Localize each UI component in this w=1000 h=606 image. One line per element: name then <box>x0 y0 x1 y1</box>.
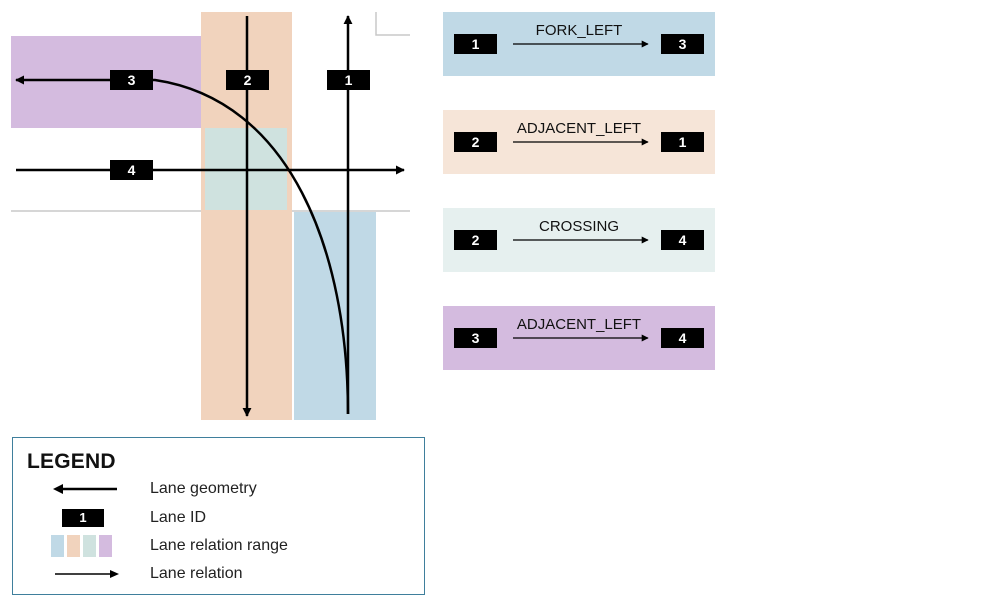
swatch-teal <box>83 535 96 557</box>
legend-item: Lane relation range <box>13 534 424 558</box>
relation-from-id: 1 <box>472 36 480 52</box>
arrow-left-icon <box>53 484 117 494</box>
road-edge-line <box>375 12 410 36</box>
range-lane-1 <box>294 212 376 420</box>
relation-card: 3 ADJACENT_LEFT 4 <box>443 306 715 370</box>
relation-to-id: 1 <box>679 134 687 150</box>
lane-id-badge: 1 <box>327 70 370 90</box>
relation-type-label: ADJACENT_LEFT <box>517 120 641 137</box>
relation-to-id: 4 <box>679 330 687 346</box>
legend-label: Lane geometry <box>150 480 257 497</box>
relation-card: 2 ADJACENT_LEFT 1 <box>443 110 715 174</box>
arrow-right-icon <box>55 570 119 578</box>
lane-id-badge: 1 <box>62 509 104 527</box>
color-swatches <box>51 534 121 558</box>
relation-to-id: 3 <box>679 36 687 52</box>
relation-to-id: 4 <box>679 232 687 248</box>
legend-label: Lane relation <box>150 565 243 582</box>
lane-3-geometry <box>15 75 350 415</box>
lane-id-text: 1 <box>345 72 353 88</box>
swatch-peach <box>67 535 80 557</box>
lane-id-text: 3 <box>128 72 136 88</box>
legend-label: Lane ID <box>150 509 207 526</box>
lane-id-text: 2 <box>244 72 252 88</box>
swatch-purple <box>99 535 112 557</box>
lane-id-badge: 3 <box>110 70 153 90</box>
lane-id-badge: 2 <box>226 70 269 90</box>
relation-type-label: ADJACENT_LEFT <box>517 316 641 333</box>
legend-item: Lane relation <box>13 562 424 586</box>
legend-label: Lane relation range <box>150 537 288 554</box>
legend-item: Lane geometry <box>13 477 424 501</box>
lane-id-text: 4 <box>128 162 136 178</box>
swatch-blue <box>51 535 64 557</box>
legend-title: LEGEND <box>27 450 116 473</box>
lane-id-badge: 4 <box>110 160 153 180</box>
relation-from-id: 2 <box>472 232 480 248</box>
relation-from-id: 3 <box>472 330 480 346</box>
relation-type-label: FORK_LEFT <box>536 22 623 39</box>
legend-item: 1 Lane ID <box>13 506 424 530</box>
relation-from-id: 2 <box>472 134 480 150</box>
relation-type-label: CROSSING <box>539 218 619 235</box>
relation-card: 2 CROSSING 4 <box>443 208 715 272</box>
legend: LEGEND Lane geometry 1 Lane ID Lane rela… <box>12 437 425 595</box>
range-lane-3 <box>11 36 201 128</box>
relation-card: 1 FORK_LEFT 3 <box>443 12 715 76</box>
